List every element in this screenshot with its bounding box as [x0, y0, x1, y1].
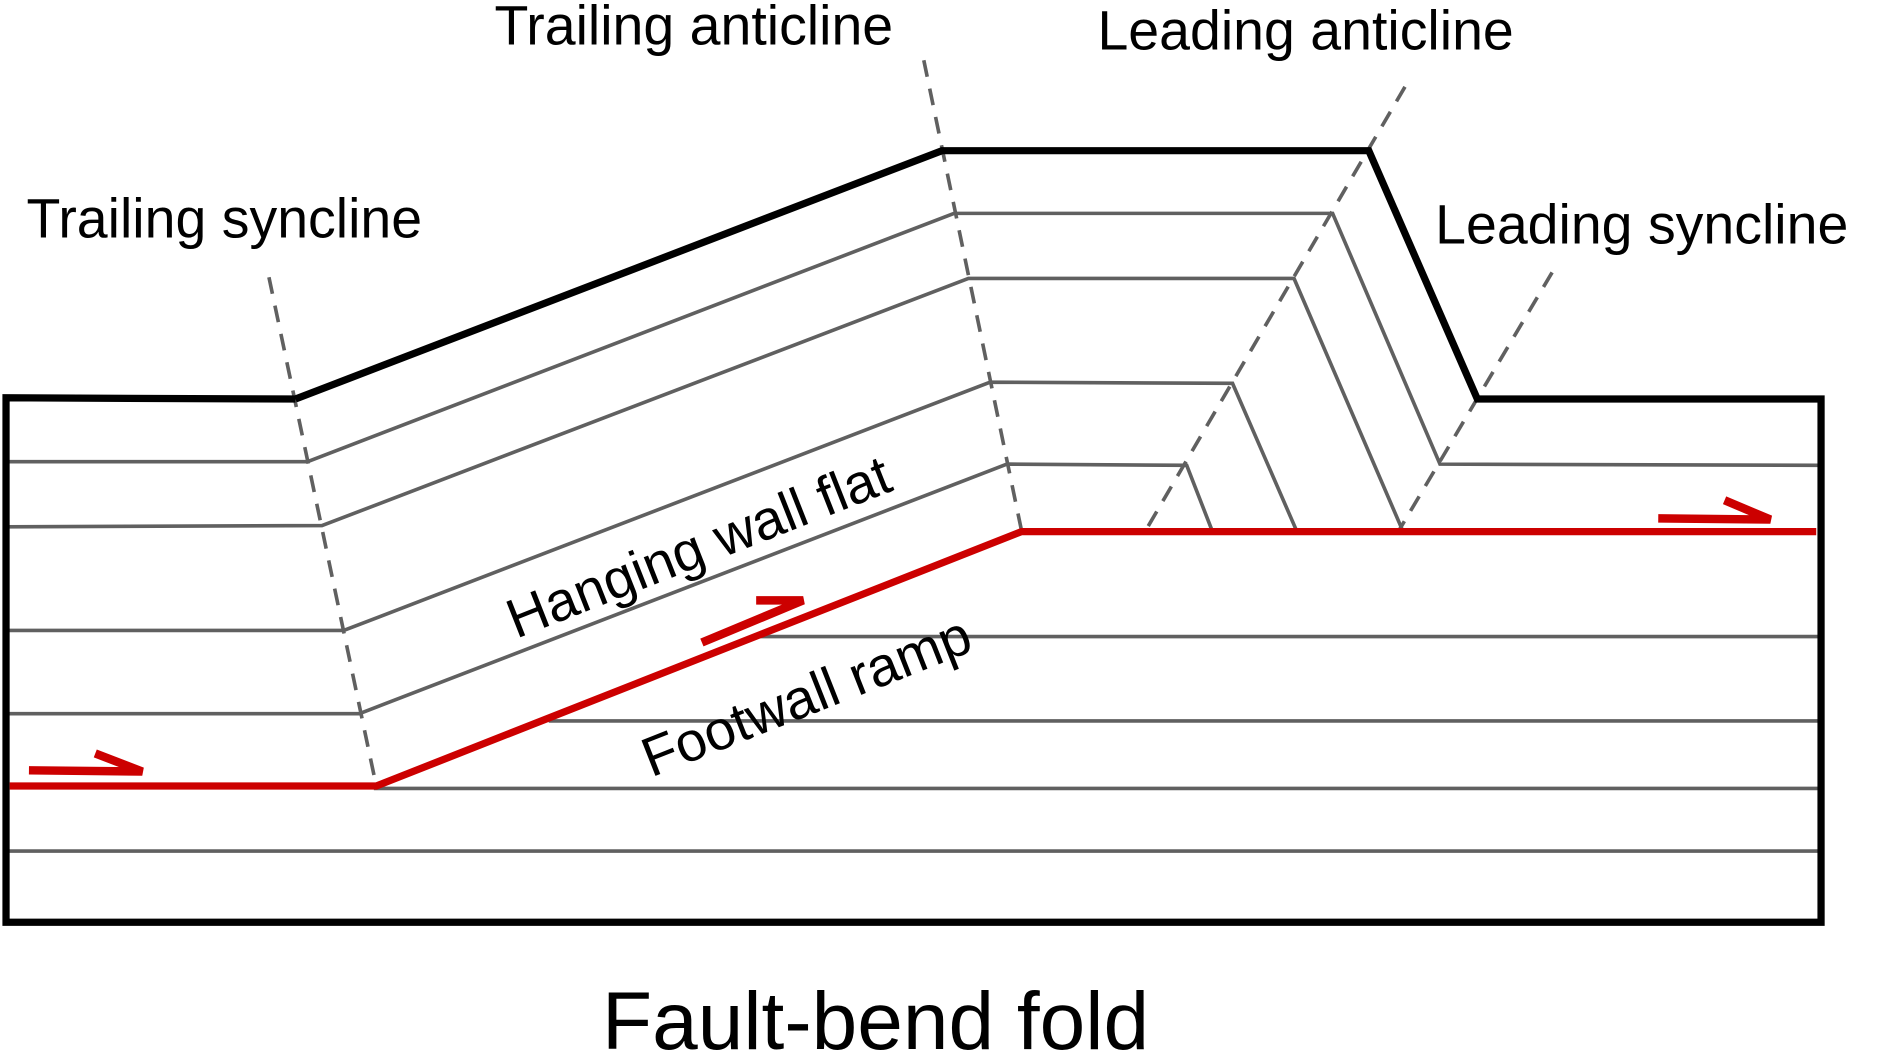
slip-arrow-left	[28, 749, 144, 776]
diagram-title: Fault-bend fold	[602, 976, 1149, 1050]
label-footwall-ramp: Footwall ramp	[633, 603, 980, 788]
trailing-anticline-axis	[922, 59, 1024, 531]
slip-arrows	[28, 496, 1773, 776]
slip-arrow-ramp	[700, 596, 805, 647]
slip-arrow-right	[1658, 496, 1773, 524]
bed-2	[6, 276, 1405, 532]
label-trailing-anticline: Trailing anticline	[494, 0, 893, 57]
label-leading-anticline: Leading anticline	[1097, 0, 1513, 61]
trailing-syncline-axis	[267, 276, 379, 787]
fault-line	[9, 528, 1817, 790]
label-trailing-syncline: Trailing syncline	[27, 187, 423, 249]
label-leading-syncline: Leading syncline	[1435, 194, 1848, 256]
bed-1	[6, 211, 1819, 468]
block-outline	[2, 147, 1825, 926]
